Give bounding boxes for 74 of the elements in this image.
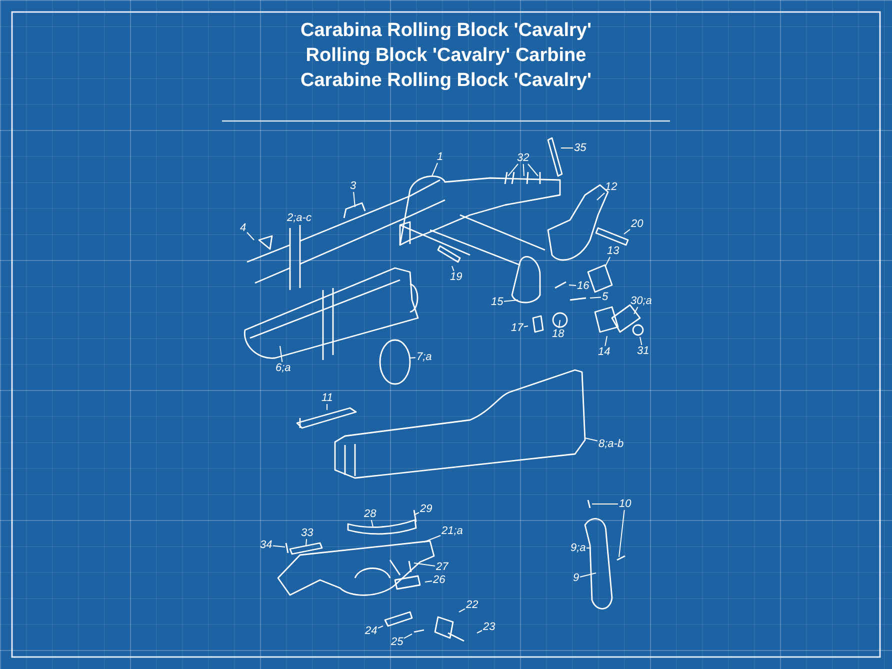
leader-line bbox=[370, 520, 374, 528]
callout-number: 3 bbox=[349, 180, 358, 192]
leader-line bbox=[508, 164, 518, 176]
leader-line bbox=[604, 336, 608, 346]
callout-number: 21;a bbox=[440, 525, 464, 537]
leader-line bbox=[624, 228, 630, 234]
leader-line bbox=[432, 162, 438, 176]
leader-line bbox=[558, 320, 560, 328]
callout-number: 17 bbox=[510, 322, 524, 334]
leader-line bbox=[414, 512, 420, 516]
callout-number: 20 bbox=[630, 218, 644, 230]
callout-number: 32 bbox=[516, 152, 530, 164]
callout-number: 30;a bbox=[630, 295, 653, 307]
leader-line bbox=[580, 572, 596, 578]
leader-line bbox=[306, 538, 308, 546]
leader-line bbox=[584, 438, 598, 442]
leader-line bbox=[504, 300, 518, 302]
leader-line bbox=[404, 634, 412, 639]
leader-line bbox=[634, 306, 638, 314]
leader-line bbox=[604, 256, 610, 268]
callout-number: 24 bbox=[364, 625, 378, 637]
callout-number: 14 bbox=[597, 346, 612, 358]
callout-number: 9 bbox=[572, 572, 580, 584]
callout-number: 12 bbox=[604, 181, 618, 193]
callout-number: 9;a bbox=[570, 542, 587, 554]
leader-line bbox=[524, 326, 528, 328]
leader-line bbox=[568, 284, 576, 286]
leader-line bbox=[280, 346, 283, 362]
callout-number: 27 bbox=[435, 561, 450, 573]
callout-number: 23 bbox=[482, 621, 496, 633]
callout-number: 11 bbox=[320, 392, 334, 404]
leader-line bbox=[452, 266, 454, 272]
callout-number: 25 bbox=[390, 636, 404, 648]
title-line: Carabine Rolling Block 'Cavalry' bbox=[300, 70, 592, 92]
callout-number: 19 bbox=[449, 271, 464, 283]
callout-number: 15 bbox=[490, 296, 504, 308]
leader-line bbox=[596, 192, 606, 200]
leader-line bbox=[414, 562, 436, 566]
leader-line bbox=[424, 580, 432, 582]
leader-line bbox=[476, 630, 482, 634]
callout-number: 28 bbox=[363, 508, 378, 520]
callout-number: 16 bbox=[576, 280, 590, 292]
callout-number: 22 bbox=[465, 599, 480, 611]
callout-number: 33 bbox=[300, 527, 314, 539]
leader-line bbox=[272, 545, 286, 548]
leader-line bbox=[424, 535, 441, 542]
leader-line bbox=[353, 192, 356, 208]
callout-number: 35 bbox=[573, 142, 588, 154]
leader-line bbox=[458, 608, 466, 612]
callout-number: 2;a-c bbox=[286, 212, 312, 224]
callout-number: 13 bbox=[606, 245, 620, 257]
leader-line bbox=[528, 164, 538, 176]
leader-line bbox=[378, 626, 384, 629]
callout-number: 7;a bbox=[416, 351, 433, 363]
callout-number: 10 bbox=[618, 498, 632, 510]
leader-line bbox=[410, 357, 416, 358]
callout-number: 26 bbox=[432, 574, 446, 586]
leader-line bbox=[640, 336, 642, 346]
leader-line bbox=[326, 404, 328, 410]
callout-number: 29 bbox=[419, 503, 434, 515]
leader-line bbox=[246, 232, 254, 240]
callout-number: 34 bbox=[259, 539, 274, 551]
callout-number: 5 bbox=[601, 291, 610, 303]
callout-number: 18 bbox=[551, 328, 566, 340]
title-line: Rolling Block 'Cavalry' Carbine bbox=[306, 45, 586, 67]
callout-number: 8;a-b bbox=[598, 438, 625, 450]
callout-number: 4 bbox=[239, 222, 248, 234]
callout-number: 31 bbox=[636, 345, 650, 357]
leader-line bbox=[590, 296, 602, 298]
leader-line bbox=[618, 510, 625, 558]
leader-line bbox=[522, 164, 524, 176]
callout-number: 1 bbox=[436, 151, 444, 163]
title: Carabina Rolling Block 'Cavalry' bbox=[300, 20, 592, 42]
callout-number: 6;a bbox=[274, 362, 292, 374]
